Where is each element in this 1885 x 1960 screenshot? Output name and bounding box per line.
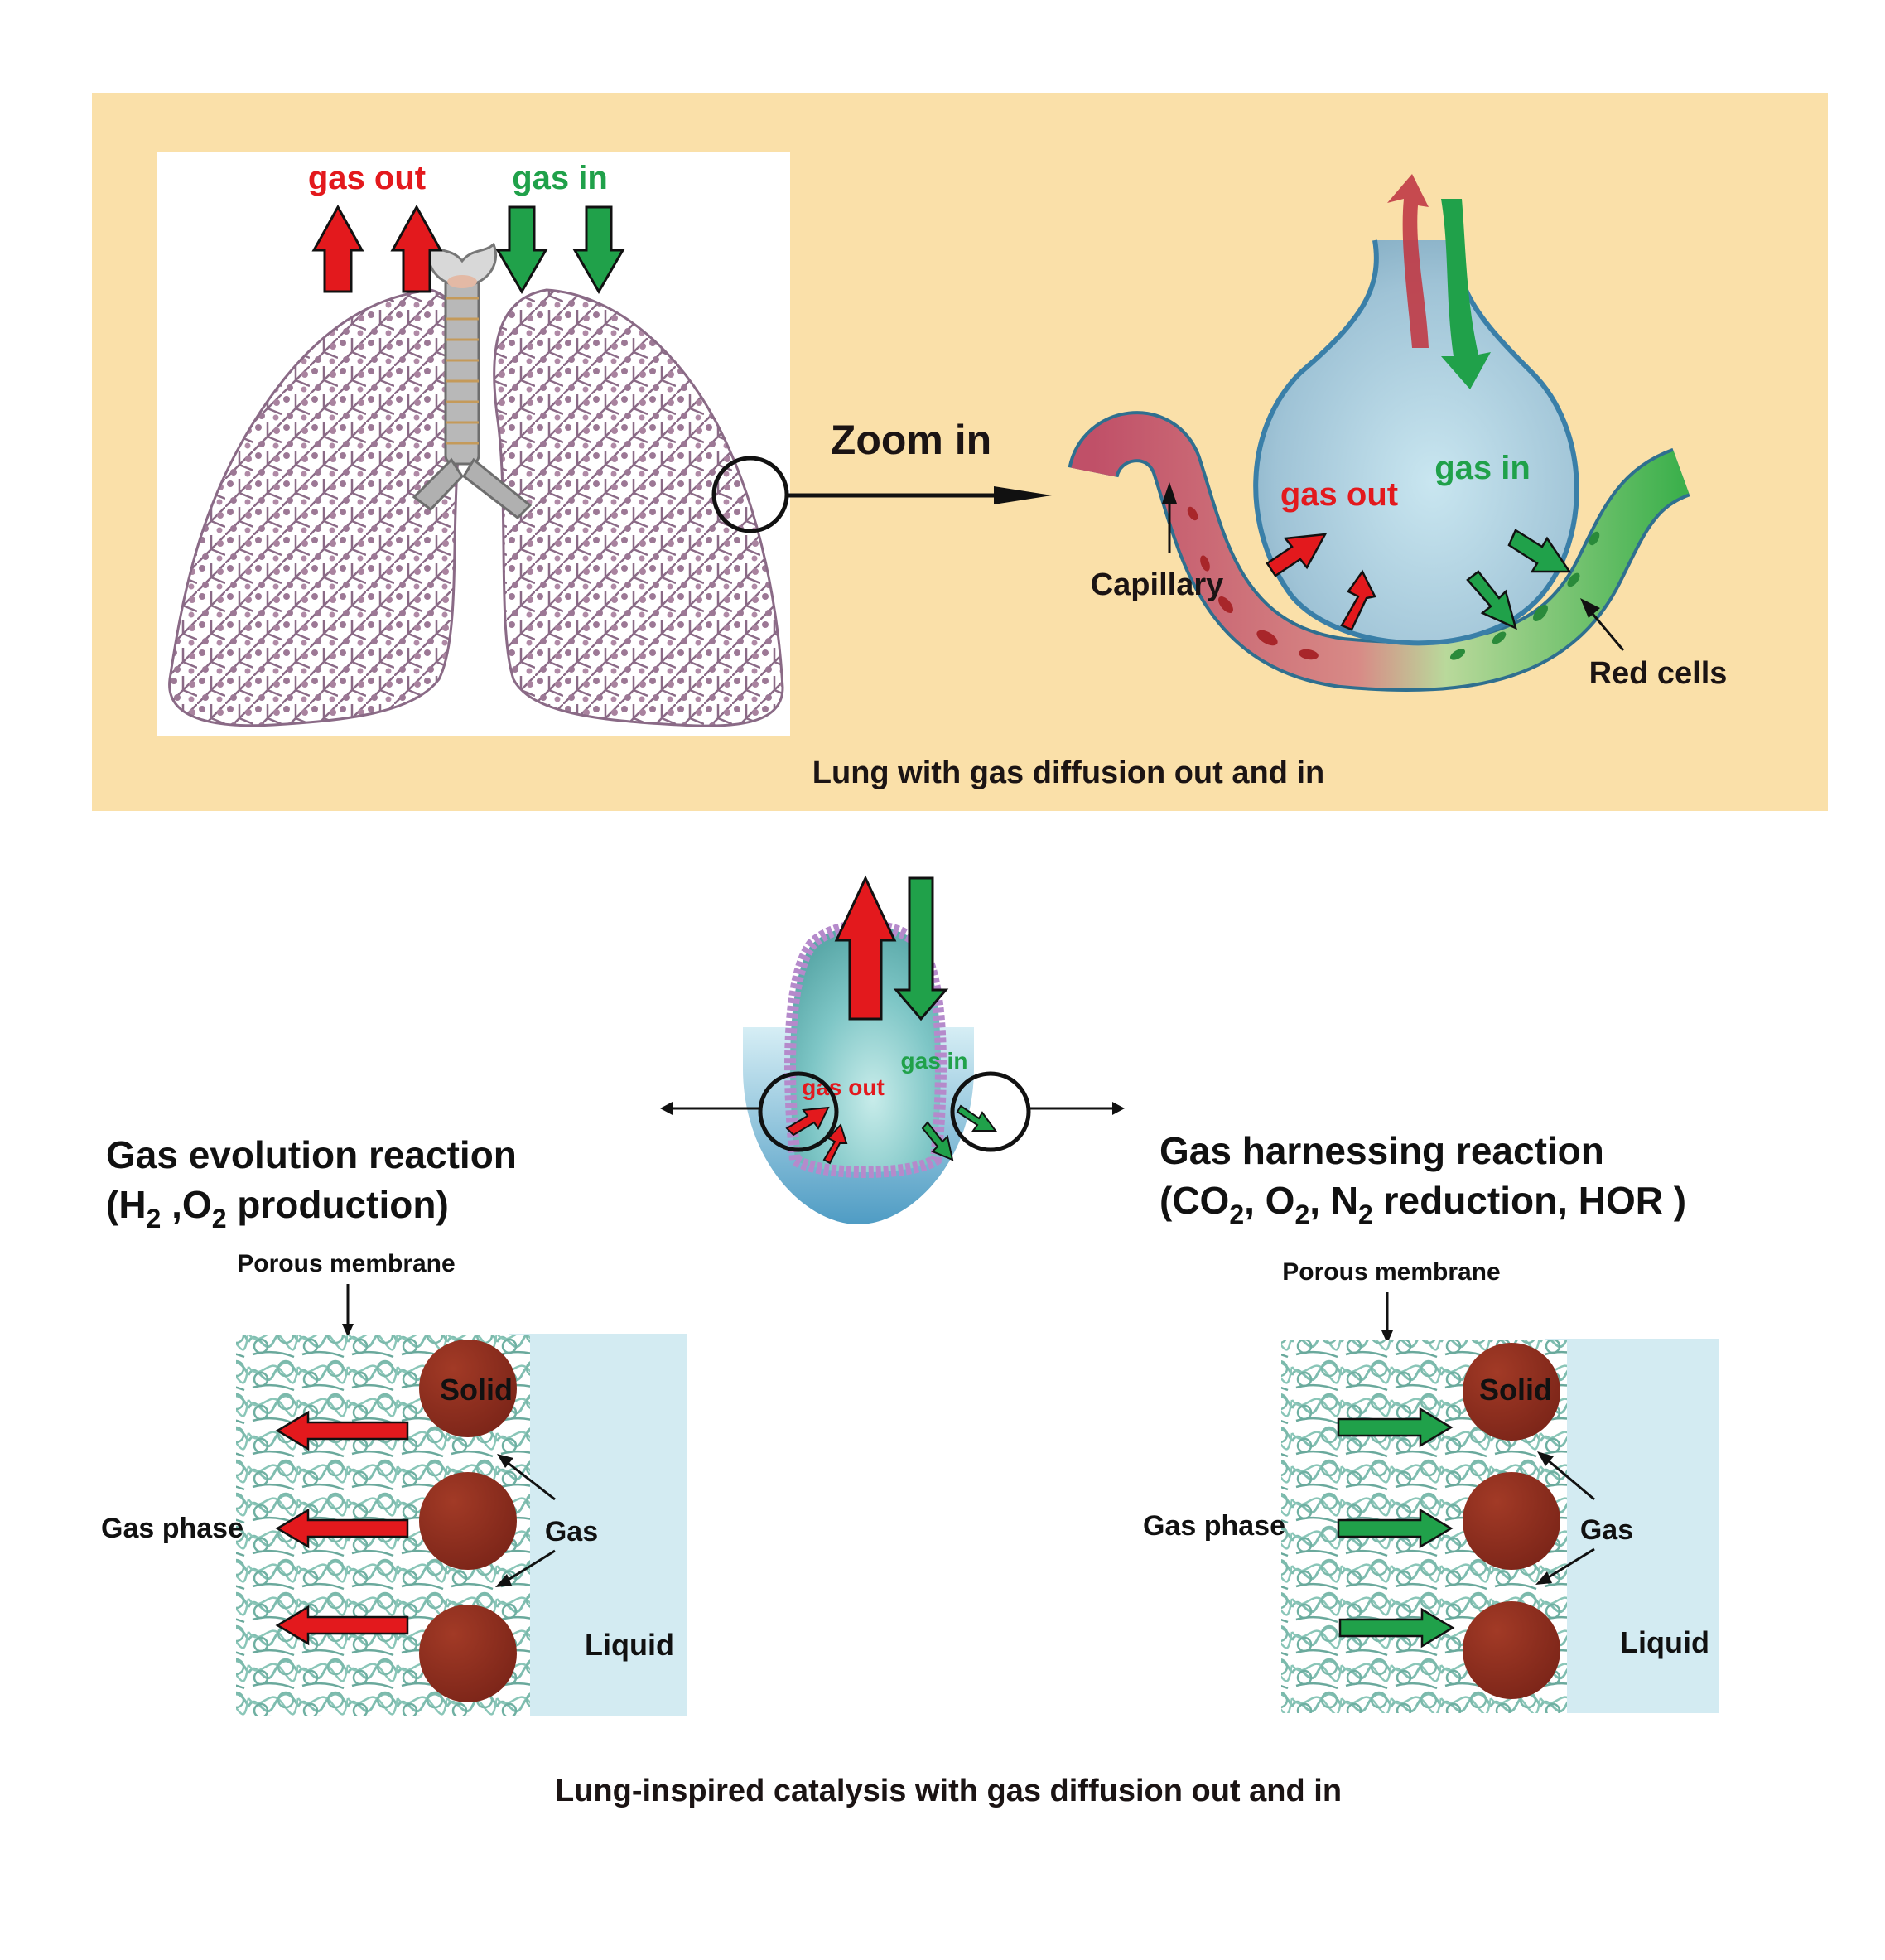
capillary-vessel <box>1071 414 1690 688</box>
right-gas-pointer-down-head <box>1535 1571 1552 1585</box>
right-zoom-arrowhead <box>1112 1102 1125 1115</box>
left-liquid-region <box>509 1334 687 1716</box>
left-zoom-arrowhead <box>660 1102 673 1115</box>
left-solid-label: Solid <box>440 1373 513 1407</box>
gas-harnessing-title: Gas harnessing reaction <box>1159 1129 1604 1172</box>
zoom-in-label: Zoom in <box>831 417 991 463</box>
capillary-label: Capillary <box>1091 567 1224 602</box>
red-cells-pointer-line <box>1587 608 1625 651</box>
lung-gas-in-label: gas in <box>512 160 608 196</box>
lung-illustration: gas out gas in <box>157 152 790 736</box>
red-cells-label: Red cells <box>1589 656 1728 691</box>
zoom-in-arrowhead <box>994 486 1052 504</box>
left-gas-out-arrow-3 <box>275 1605 409 1646</box>
left-liquid-label: Liquid <box>585 1628 674 1662</box>
right-zoom-circle <box>950 1071 1031 1152</box>
left-gas-pointer-down-line <box>506 1549 556 1582</box>
larynx <box>427 242 498 287</box>
gas-evolution-subtitle: (H2 ,O2 production) <box>106 1183 449 1233</box>
left-gas-pointer-down-head <box>495 1574 512 1587</box>
bubble-gas-out-arrow <box>834 875 897 1021</box>
bubble-gas-in-label: gas in <box>901 1048 968 1074</box>
lung-gas-in-arrow-2 <box>572 205 625 294</box>
left-gas-label: Gas <box>545 1516 598 1547</box>
bubble-gas-out-small-arrow-2 <box>822 1123 848 1165</box>
alveolus-gas-out-label: gas out <box>1280 476 1398 513</box>
bottom-panel-caption: Lung-inspired catalysis with gas diffusi… <box>555 1774 1342 1808</box>
red-cells-pointer-head <box>1580 598 1600 618</box>
right-bronchus <box>462 457 533 519</box>
alveolus-gas-in-label: gas in <box>1434 450 1531 486</box>
alveolus-gas-out-small-arrow-1 <box>1266 533 1328 577</box>
left-solid-particle-1 <box>419 1340 517 1437</box>
alveolus-illustration: gas out gas in Capillary Red cells <box>1068 174 1728 692</box>
lung-gas-out-arrow-1 <box>311 204 364 293</box>
right-gas-pointer-up-line <box>1546 1458 1595 1501</box>
right-lung <box>493 288 784 727</box>
alveolus-gas-in-small-arrow-2 <box>1466 570 1517 630</box>
alveolus-gas-out-small-arrow-2 <box>1340 569 1376 631</box>
lung-gas-out-arrow-2 <box>390 204 443 293</box>
alveolus-sac <box>1253 239 1579 646</box>
trachea <box>444 272 480 466</box>
right-gas-in-arrow-3 <box>1338 1607 1455 1649</box>
right-membrane-pointer-head <box>1381 1330 1393 1344</box>
right-solid-particle-1 <box>1463 1343 1560 1441</box>
lung-gas-in-arrow-1 <box>495 205 548 294</box>
right-gas-pointer-down-line <box>1546 1547 1595 1580</box>
left-gas-pointer-up-head <box>497 1454 513 1468</box>
lung-gas-out-label: gas out <box>308 160 426 196</box>
alveolus-gas-in-large-arrow <box>1441 199 1491 389</box>
gas-harnessing-subtitle: (CO2, O2, N2 reduction, HOR ) <box>1159 1179 1686 1229</box>
capillary-pointer-head <box>1162 482 1177 504</box>
left-gas-pointer-up-line <box>506 1460 556 1501</box>
gas-harnessing-panel: Gas harnessing reaction (CO2, O2, N2 red… <box>1143 1129 1719 1713</box>
left-bronchus <box>412 457 464 512</box>
right-solid-particle-2 <box>1463 1472 1560 1570</box>
left-gas-out-arrow-2 <box>275 1508 409 1549</box>
bubble-gas-in-small-arrow-1 <box>956 1104 997 1132</box>
left-zoom-circle <box>758 1071 839 1152</box>
bubble-gas-in-small-arrow-2 <box>921 1121 954 1161</box>
right-gas-in-arrow-1 <box>1337 1407 1454 1448</box>
gas-evolution-title: Gas evolution reaction <box>106 1133 517 1176</box>
right-solid-particle-3 <box>1463 1601 1560 1699</box>
left-gas-phase-label: Gas phase <box>101 1513 243 1544</box>
gas-evolution-panel: Gas evolution reaction (H2 ,O2 productio… <box>101 1133 687 1716</box>
bubble-gas-out-small-arrow-1 <box>785 1106 830 1137</box>
left-membrane-label: Porous membrane <box>237 1250 455 1277</box>
alveolus-gas-in-small-arrow-1 <box>1507 529 1572 573</box>
right-gas-pointer-up-head <box>1537 1451 1554 1466</box>
top-panel-caption: Lung with gas diffusion out and in <box>812 756 1324 790</box>
right-gas-phase-label: Gas phase <box>1143 1510 1285 1542</box>
right-gas-label: Gas <box>1580 1514 1633 1546</box>
right-membrane-label: Porous membrane <box>1282 1258 1500 1286</box>
larynx-opening <box>447 275 477 288</box>
right-gas-in-arrow-2 <box>1337 1508 1454 1549</box>
right-liquid-label: Liquid <box>1620 1625 1709 1659</box>
center-bubble-illustration: gas in gas out <box>660 875 1125 1224</box>
alveolus-gas-out-large-arrow <box>1387 174 1429 348</box>
left-gas-out-arrow-1 <box>275 1410 409 1451</box>
left-solid-particle-3 <box>419 1605 517 1702</box>
bubble-gas-in-arrow <box>893 876 949 1021</box>
right-solid-label: Solid <box>1479 1373 1552 1407</box>
left-membrane-pointer-head <box>342 1324 354 1337</box>
left-solid-particle-2 <box>419 1472 517 1570</box>
right-liquid-region <box>1545 1339 1719 1713</box>
